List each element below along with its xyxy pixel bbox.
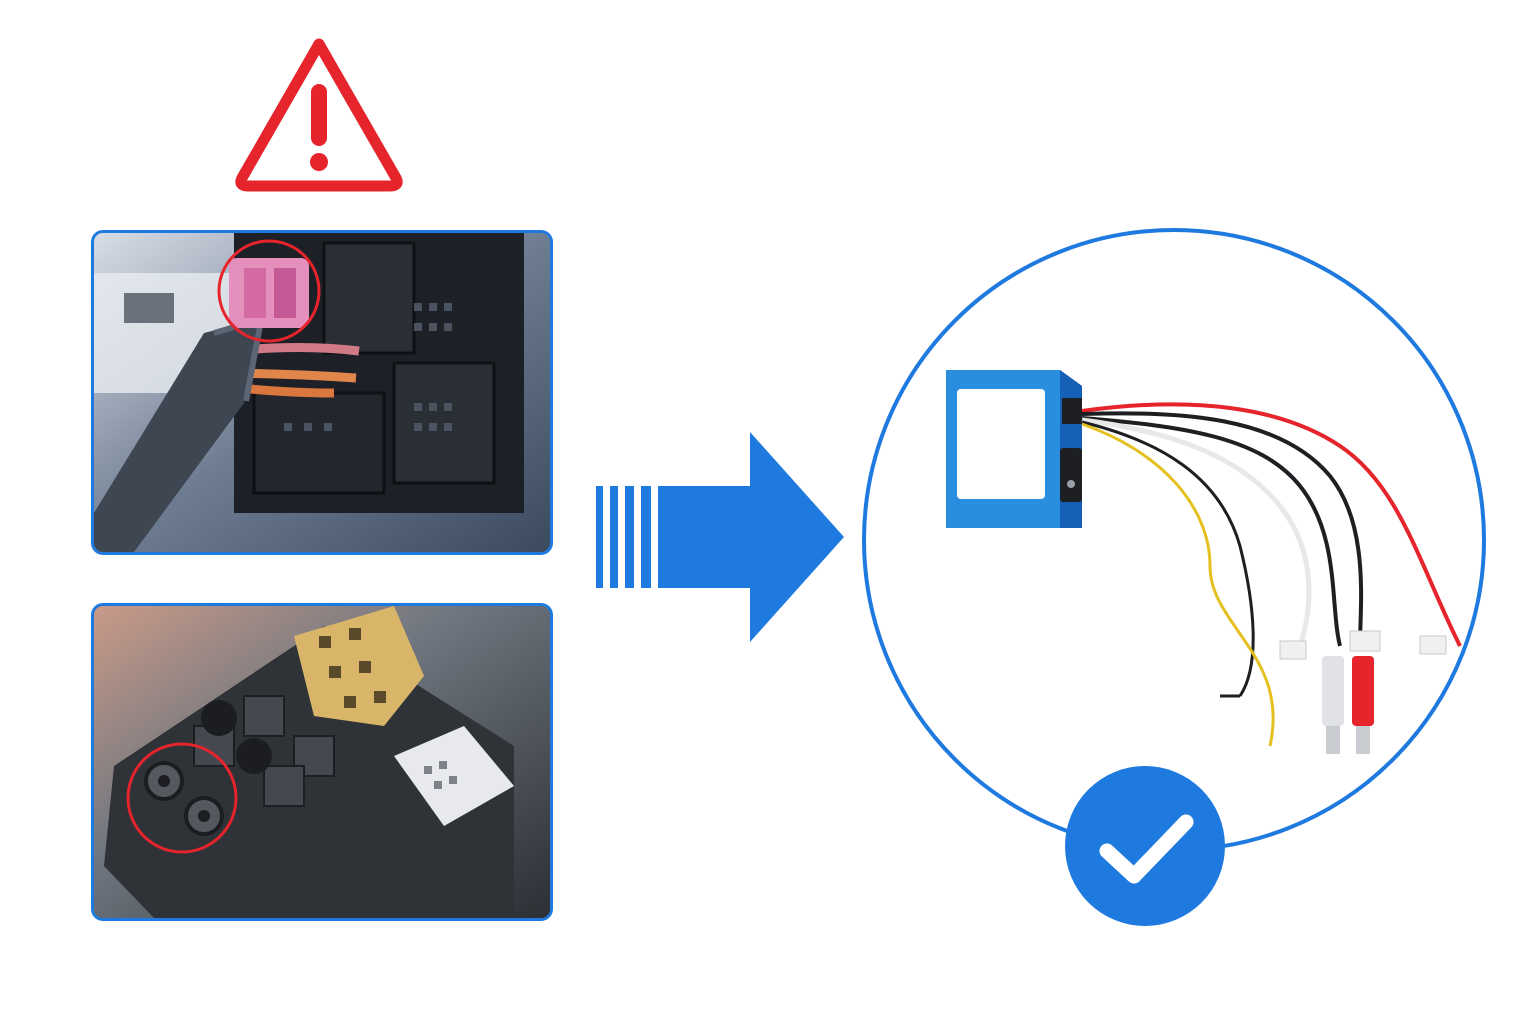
warning-triangle-icon [232,32,406,197]
quadlock-connector-photo [91,603,553,921]
adapter-module-box [946,370,1082,528]
right-arrow-icon [596,432,846,647]
checkmark-icon [1062,763,1228,934]
harness-connector-photo [91,230,553,555]
